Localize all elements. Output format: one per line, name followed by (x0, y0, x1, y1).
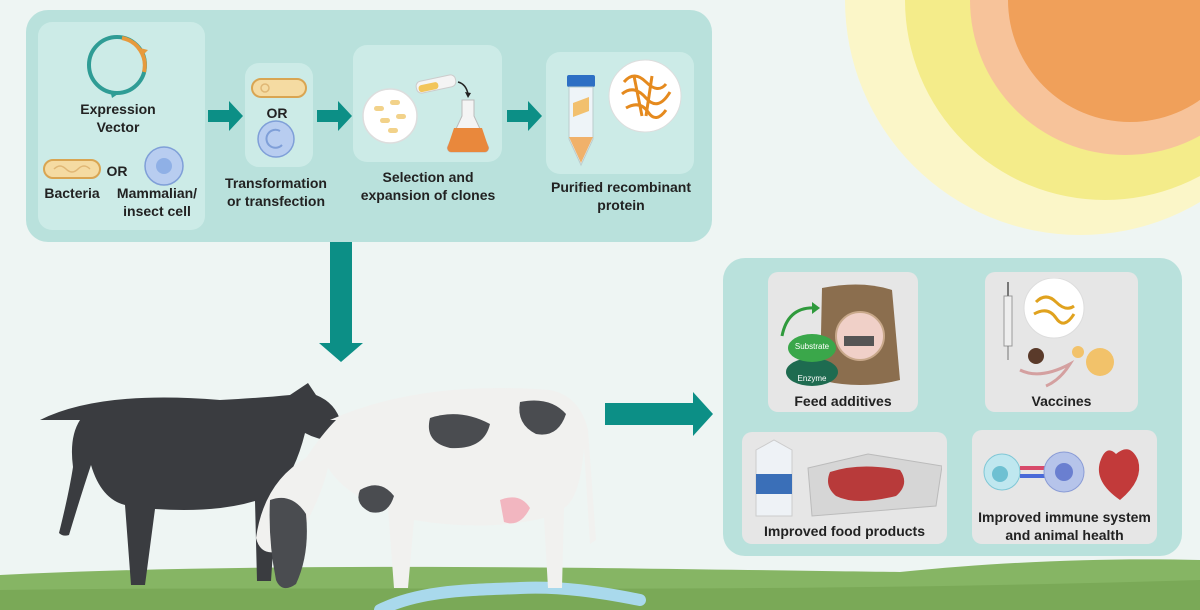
plasmid-icon (87, 35, 148, 98)
immune-health-label: Improved immune system and animal health (978, 509, 1151, 543)
bacteria-label: Bacteria (44, 185, 100, 201)
arrow-shaft-2 (317, 110, 339, 122)
feed-bag-icon (780, 284, 900, 386)
expression-vector-box (38, 22, 205, 230)
immune-heart-icon (983, 449, 1140, 500)
right-arrow-shaft (605, 403, 695, 425)
right-arrow-head (693, 392, 713, 436)
bacteria-icon-2 (251, 78, 307, 98)
protein-structure-icon (608, 59, 682, 133)
transformation-label: Transformation or transfection (225, 175, 327, 209)
bacteria-icon (43, 159, 101, 179)
colonies-dish-icon (362, 88, 418, 144)
flask-icon (415, 74, 490, 153)
arrow-head-1 (229, 101, 243, 131)
down-arrow-head (319, 343, 363, 362)
mammalian-cell-icon (144, 146, 184, 186)
food-products-icon (755, 439, 942, 517)
enzyme-label: Enzyme (797, 374, 827, 383)
arrow-shaft-1 (208, 110, 230, 122)
or-label-2: OR (266, 105, 288, 121)
vaccines-label: Vaccines (1031, 393, 1092, 409)
cell-icon-2 (257, 120, 295, 158)
arrow-shaft-3 (507, 110, 529, 122)
substrate-label: Substrate (794, 342, 830, 351)
arrow-head-3 (528, 101, 542, 131)
tube-icon (567, 75, 595, 167)
feed-additives-label: Feed additives (794, 393, 892, 409)
vaccine-icon (1003, 278, 1114, 388)
down-arrow-shaft (330, 242, 352, 344)
mammalian-label: Mammalian/ insect cell (116, 185, 198, 219)
expression-vector-label: Expression Vector (80, 101, 156, 135)
purified-label: Purified recombinant protein (550, 179, 692, 213)
food-products-label: Improved food products (764, 523, 925, 539)
arrow-head-2 (338, 101, 352, 131)
cows-illustration (40, 383, 596, 589)
or-label-1: OR (106, 163, 128, 179)
selection-label: Selection and expansion of clones (360, 169, 496, 203)
